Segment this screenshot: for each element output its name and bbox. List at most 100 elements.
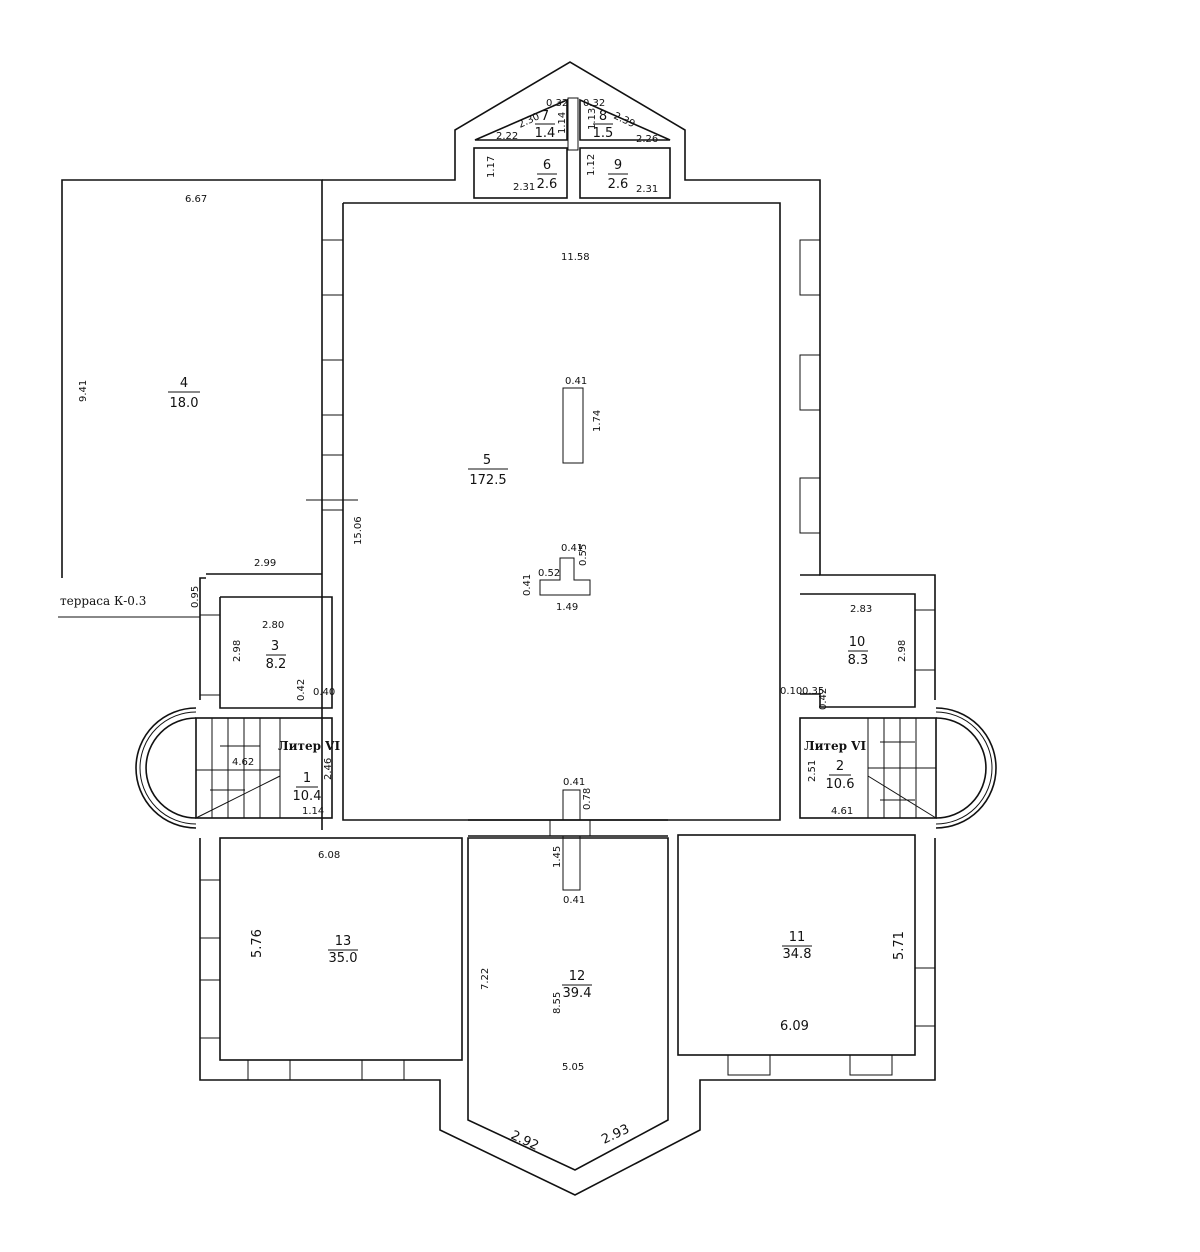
bottom-rooms xyxy=(219,834,916,1171)
room-label-text: 172.5 xyxy=(469,473,506,488)
dimension-label: 0.41 xyxy=(522,574,533,596)
room-label-text: 2.6 xyxy=(537,177,558,192)
dimension-label: 6.09 xyxy=(780,1019,809,1034)
dimension-label: 1.17 xyxy=(486,156,497,178)
room-label-text: 12 xyxy=(569,969,586,984)
dimension-label: 2.93 xyxy=(599,1122,632,1148)
room-label-text: 4 xyxy=(180,376,188,391)
dimension-label: 0.41 xyxy=(565,376,587,387)
dimension-label: 2.22 xyxy=(496,131,518,142)
room-label-text: 3 xyxy=(271,639,279,654)
room-10-label: 108.3 xyxy=(848,635,869,668)
room-9-label: 92.6 xyxy=(608,158,629,192)
room-1-label: 110.4 xyxy=(293,771,322,804)
dimension-label: 2.83 xyxy=(850,604,872,615)
room-label-text: 13 xyxy=(335,934,352,949)
dimension-label: 5.76 xyxy=(250,929,265,958)
top-bay-rooms xyxy=(473,97,671,199)
dimension-label: 0.78 xyxy=(582,788,593,810)
dimension-label: 0.32 xyxy=(583,98,605,109)
dimension-label: 4.61 xyxy=(831,806,853,817)
dimension-label: 6.67 xyxy=(185,194,207,205)
room-label-text: 1.5 xyxy=(593,126,614,141)
room-12-label: 12 39.4 xyxy=(562,969,592,1001)
dimension-label: 0.55 xyxy=(578,544,589,566)
dimension-label: 0.42 xyxy=(296,679,307,701)
terrace-label: терраса К-0.3 xyxy=(60,594,146,608)
dimension-label: 1.49 xyxy=(556,602,578,613)
room-label-text: 10.6 xyxy=(826,777,855,792)
dimension-label: 5.05 xyxy=(562,1062,584,1073)
dimension-label: 1.14 xyxy=(557,112,568,134)
dimension-label: 2.98 xyxy=(897,640,908,662)
room-5-label: 5 172.5 xyxy=(468,453,508,488)
dimension-label: 2.39 xyxy=(612,111,637,130)
dimension-label: 0.41 xyxy=(563,777,585,788)
dimension-label: 5.71 xyxy=(892,931,907,960)
dimension-label: 15.06 xyxy=(353,516,364,545)
dimension-label: 9.41 xyxy=(78,380,89,402)
dimension-label: 0.32 xyxy=(546,98,568,109)
dimension-label: 0.52 xyxy=(538,568,560,579)
room-6-label: 62.6 xyxy=(537,158,558,192)
room-label-text: 5 xyxy=(483,453,491,468)
dimension-label: 2.26 xyxy=(636,134,658,145)
dimension-label: 2.31 xyxy=(513,182,535,193)
room-label-text: 11 xyxy=(789,930,806,945)
dimension-label: 2.51 xyxy=(807,760,818,782)
room-4-label: 418.0 xyxy=(168,376,200,411)
dimension-label: 2.98 xyxy=(232,640,243,662)
room-label-text: 8 xyxy=(599,109,607,124)
room-label-text: 1.4 xyxy=(535,126,556,141)
room-label-text: 10.4 xyxy=(293,789,322,804)
room-label-text: 8.3 xyxy=(848,653,869,668)
room-label-text: 7 xyxy=(541,109,549,124)
dimension-label: 1.74 xyxy=(592,410,603,432)
dimension-label: 1.13 xyxy=(587,108,598,130)
room-label-text: 9 xyxy=(614,158,622,173)
room-label-text: 2 xyxy=(836,759,844,774)
dimension-label: 7.22 xyxy=(480,968,491,990)
dimension-label: 2.99 xyxy=(254,558,276,569)
dimension-label: 0.41 xyxy=(563,895,585,906)
windows xyxy=(199,239,936,1081)
dimension-label: 2.80 xyxy=(262,620,284,631)
dimension-label: 0.10 xyxy=(780,686,802,697)
room-label-text: 39.4 xyxy=(563,986,592,1001)
room-3-label: 38.2 xyxy=(266,639,287,672)
dimension-label: 2.46 xyxy=(323,758,334,780)
dimension-label: 8.55 xyxy=(552,992,563,1014)
dimension-label: 6.08 xyxy=(318,850,340,861)
room-label-text: 18.0 xyxy=(170,396,199,411)
dimension-label: 4.62 xyxy=(232,757,254,768)
dimension-label: 0.95 xyxy=(190,586,201,608)
dimension-label: 2.31 xyxy=(636,184,658,195)
room-label-text: 10 xyxy=(849,635,866,650)
dimension-label: 0.42 xyxy=(818,688,829,710)
dimension-label: 1.45 xyxy=(552,846,563,868)
room-label-text: 1 xyxy=(303,771,311,786)
dimension-label: 0.41 xyxy=(561,543,583,554)
dimension-label: 1.12 xyxy=(586,154,597,176)
room-label-text: 34.8 xyxy=(783,947,812,962)
dimension-label: 11.58 xyxy=(561,252,590,263)
dimension-label: 1.14 xyxy=(302,806,324,817)
dimension-label: 2.92 xyxy=(508,1128,541,1154)
room-label-text: 6 xyxy=(543,158,551,173)
side-rooms xyxy=(195,593,937,819)
outer-walls xyxy=(135,61,997,1196)
dimension-label: 0.40 xyxy=(313,687,335,698)
room-7-label: 71.4 xyxy=(535,109,556,141)
liter-label-left: Литер VI xyxy=(278,739,340,753)
dimension-label: 0.35 xyxy=(802,686,824,697)
dimension-labels: 6.67 9.41 2.99 15.06 0.95 11.58 0.41 1.7… xyxy=(78,98,908,1154)
room-label-text: 2.6 xyxy=(608,177,629,192)
room-8-label: 81.5 xyxy=(593,109,614,141)
room-label-text: 8.2 xyxy=(266,657,287,672)
room-11-label: 11 34.8 xyxy=(782,930,812,962)
room-2-label: 210.6 xyxy=(826,759,855,792)
liter-label-right: Литер VI xyxy=(804,739,866,753)
